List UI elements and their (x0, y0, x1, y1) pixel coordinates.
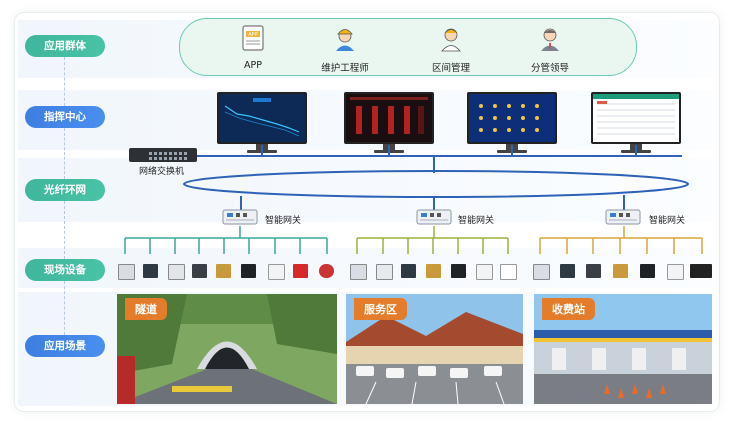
device-controller (192, 264, 207, 278)
svg-text:APP: APP (248, 32, 257, 38)
fire-extinguisher-device (293, 264, 308, 278)
device-controller (586, 264, 601, 278)
scene-service-area: 服务区 (346, 294, 523, 404)
ring-drop (623, 195, 625, 210)
bus-to-ring-line (433, 157, 435, 173)
scene-tunnel: 隧道 (117, 294, 337, 404)
user-group-app: APP APP (213, 24, 293, 71)
device-generator (216, 264, 231, 278)
pill-connector (64, 281, 66, 335)
gateway-label: 智能网关 (649, 216, 686, 226)
gateway-device-2 (416, 208, 452, 226)
device-meter (376, 264, 393, 280)
device-cabinet-white (667, 264, 684, 280)
device-rack (690, 264, 712, 278)
pill-connector (64, 128, 66, 179)
engineer-hardhat-icon (336, 29, 354, 51)
user-group-engineer: 维护工程师 (305, 24, 385, 74)
device-cabinet-white (476, 264, 493, 280)
device-grid-screen (479, 104, 539, 132)
switch-ports-icon (149, 152, 187, 160)
manager-person-icon (441, 28, 461, 52)
gateway-label: 智能网关 (458, 216, 495, 226)
device-panel (143, 264, 158, 278)
device-cabinet (241, 264, 256, 278)
device-cabinet (451, 264, 466, 278)
bus-drop (388, 145, 390, 155)
bus-drop (635, 145, 637, 155)
monitor-data-table (591, 92, 681, 153)
scene-toll-station: 收费站 (534, 294, 712, 404)
monitor-trend-chart (217, 92, 307, 153)
pill-connector (64, 201, 66, 259)
network-bus-line (197, 155, 682, 157)
pill-connector (64, 57, 66, 106)
layer-pill-ring: 光纤环网 (25, 179, 105, 201)
app-document-icon: APP (242, 25, 264, 51)
user-group-label: APP (244, 60, 262, 71)
scene-label: 服务区 (354, 298, 407, 320)
user-group-label: 区间管理 (431, 63, 470, 74)
data-table-screen (593, 94, 679, 135)
gateway-device-3 (605, 208, 641, 226)
ring-drop (433, 197, 435, 210)
gateway-icon (416, 209, 452, 225)
user-group-section-manager: 区间管理 (411, 24, 491, 74)
user-group-label: 分管领导 (530, 63, 569, 74)
layer-pill-command: 指挥中心 (25, 106, 105, 128)
fan-device (319, 264, 334, 278)
layer-pill-devices: 现场设备 (25, 259, 105, 281)
monitor-alarm-panel (344, 92, 434, 153)
gateway-icon (605, 209, 641, 225)
user-group-leader: 分管领导 (510, 24, 590, 74)
layer-pill-scenes: 应用场景 (25, 335, 105, 357)
device-panel (560, 264, 575, 278)
device-meter (118, 264, 135, 280)
bus-drop (261, 145, 263, 155)
gateway-label: 智能网关 (265, 216, 302, 226)
switch-label: 网络交换机 (139, 167, 185, 177)
trend-line-screen (224, 98, 300, 137)
device-cabinet (640, 264, 655, 278)
leader-suit-icon (541, 28, 559, 51)
scene-label: 隧道 (125, 298, 167, 320)
device-generator (613, 264, 628, 278)
bus-drop (511, 145, 513, 155)
layer-pill-app: 应用群体 (25, 35, 105, 57)
device-cabinet-white (268, 264, 285, 280)
user-group-label: 维护工程师 (321, 63, 369, 74)
light-pole-device (500, 264, 517, 280)
scene-label: 收费站 (542, 298, 595, 320)
gateway-icon (222, 209, 258, 225)
device-panel (401, 264, 416, 278)
ring-drop (240, 196, 242, 210)
service-area-photo (346, 294, 523, 404)
device-meter (350, 264, 367, 280)
band-ring (18, 158, 714, 222)
alarm-panel-screen (350, 97, 428, 134)
device-meter (168, 264, 185, 280)
device-meter (533, 264, 550, 280)
device-generator (426, 264, 441, 278)
gateway-device-1 (222, 208, 258, 226)
network-switch (129, 148, 197, 162)
fiber-ring (183, 170, 689, 198)
